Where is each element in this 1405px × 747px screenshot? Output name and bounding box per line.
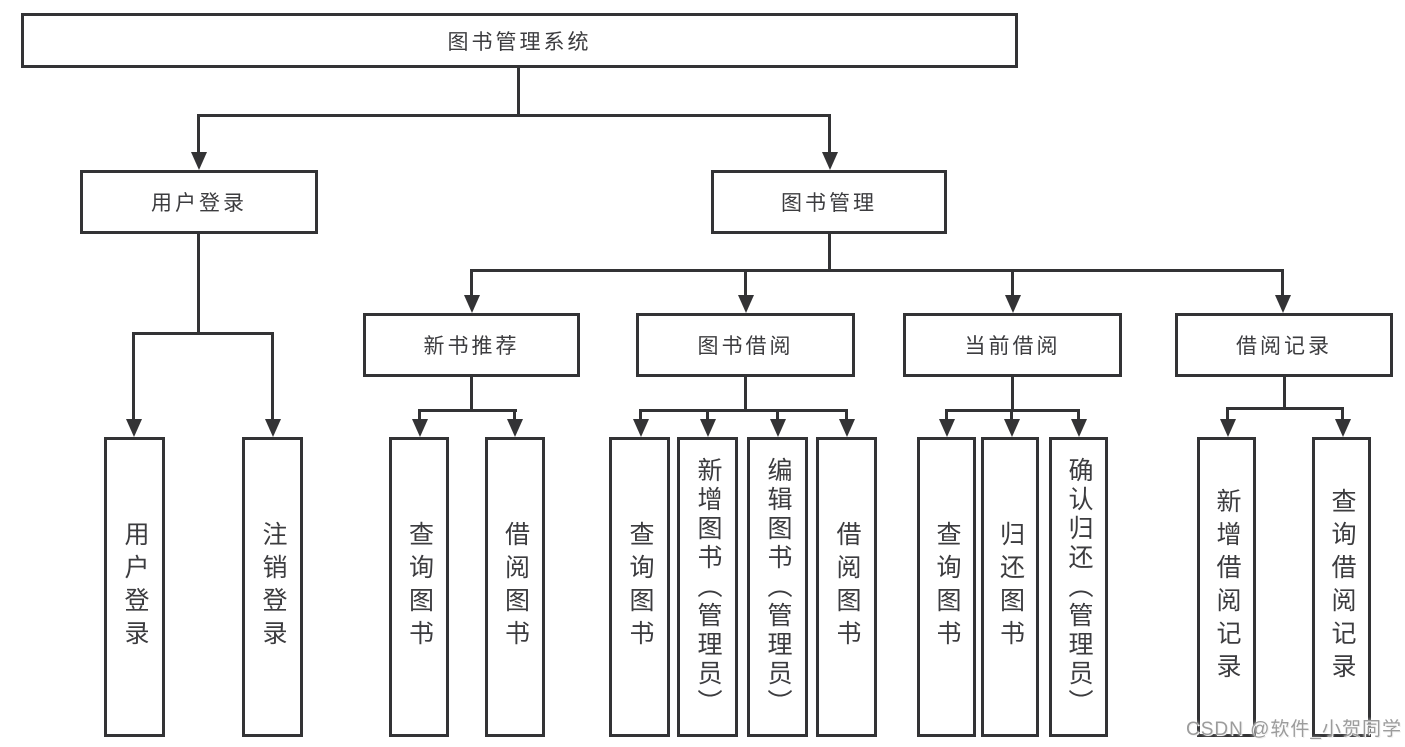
leaf-add-books-admin: 新增图书（管理员） (677, 437, 738, 737)
connector-line (1281, 269, 1284, 298)
node-book-borrowing: 图书借阅 (636, 313, 855, 377)
leaf-query-borrow-record: 查询借阅记录 (1312, 437, 1371, 737)
leaf-borrow-books: 借阅图书 (816, 437, 877, 737)
leaf-borrow-books-recommend: 借阅图书 (485, 437, 545, 737)
connector-line (744, 376, 747, 412)
connector-line (133, 332, 274, 335)
connector-line (470, 269, 473, 298)
arrow-down-icon (126, 419, 142, 437)
leaf-query-borrow-record-label: 查询借阅记录 (1328, 488, 1356, 686)
node-user-login-label: 用户登录 (151, 192, 247, 215)
arrow-down-icon (839, 419, 855, 437)
connector-line (706, 409, 709, 422)
connector-line (517, 67, 520, 116)
node-borrowing-records: 借阅记录 (1175, 313, 1393, 377)
connector-line (639, 409, 642, 422)
node-root-label: 图书管理系统 (447, 30, 592, 54)
arrow-down-icon (1071, 419, 1087, 437)
arrow-down-icon (507, 419, 523, 437)
connector-line (1010, 409, 1013, 422)
arrow-down-icon (1335, 419, 1351, 437)
leaf-user-login-label: 用户登录 (121, 521, 149, 653)
leaf-add-borrow-record-label: 新增借阅记录 (1213, 488, 1241, 686)
leaf-edit-books-admin: 编辑图书（管理员） (747, 437, 808, 737)
connector-line (197, 233, 200, 334)
arrow-down-icon (633, 419, 649, 437)
connector-line (271, 332, 274, 422)
connector-line (828, 233, 831, 272)
connector-line (744, 269, 747, 298)
arrow-down-icon (939, 419, 955, 437)
connector-line (639, 409, 848, 412)
leaf-query-books-current-label: 查询图书 (933, 521, 961, 653)
connector-line (1341, 407, 1344, 422)
node-root: 图书管理系统 (21, 13, 1018, 68)
leaf-logout: 注销登录 (242, 437, 303, 737)
arrow-down-icon (822, 152, 838, 170)
leaf-return-books-label: 归还图书 (996, 521, 1025, 653)
arrow-down-icon (770, 419, 786, 437)
arrow-down-icon (1275, 295, 1291, 313)
node-book-management: 图书管理 (711, 170, 947, 234)
leaf-query-books-borrow-label: 查询图书 (626, 521, 654, 653)
node-borrowing-records-label: 借阅记录 (1236, 335, 1332, 358)
arrow-down-icon (265, 419, 281, 437)
connector-line (197, 114, 830, 117)
leaf-user-login: 用户登录 (104, 437, 165, 737)
arrow-down-icon (1004, 419, 1020, 437)
connector-line (1226, 407, 1229, 422)
csdn-watermark: CSDN @软件_小贺同学 (1186, 719, 1402, 740)
connector-line (132, 332, 135, 422)
leaf-confirm-return-admin-label: 确认归还（管理员） (1065, 456, 1093, 718)
leaf-logout-label: 注销登录 (259, 521, 287, 653)
leaf-query-books-recommend-label: 查询图书 (405, 521, 434, 653)
node-current-borrowing-label: 当前借阅 (964, 335, 1061, 358)
connector-line (470, 269, 1283, 272)
connector-line (1077, 409, 1080, 422)
connector-line (828, 114, 831, 156)
arrow-down-icon (191, 152, 207, 170)
leaf-return-books: 归还图书 (981, 437, 1039, 737)
arrow-down-icon (1005, 295, 1021, 313)
connector-line (1011, 376, 1014, 412)
node-new-book-recommendation: 新书推荐 (363, 313, 580, 377)
leaf-query-books-borrow: 查询图书 (609, 437, 670, 737)
leaf-add-borrow-record: 新增借阅记录 (1197, 437, 1256, 737)
connector-line (845, 409, 848, 422)
leaf-borrow-books-label: 借阅图书 (833, 521, 861, 653)
connector-line (776, 409, 779, 422)
arrow-down-icon (464, 295, 480, 313)
leaf-confirm-return-admin: 确认归还（管理员） (1049, 437, 1108, 737)
leaf-edit-books-admin-label: 编辑图书（管理员） (764, 456, 792, 718)
connector-line (513, 409, 516, 422)
arrow-down-icon (738, 295, 754, 313)
leaf-borrow-books-recommend-label: 借阅图书 (501, 521, 530, 653)
connector-line (418, 409, 517, 412)
node-book-borrowing-label: 图书借阅 (697, 335, 794, 358)
connector-line (945, 409, 948, 422)
leaf-query-books-recommend: 查询图书 (389, 437, 449, 737)
connector-line (470, 376, 473, 412)
connector-line (1011, 269, 1014, 298)
node-current-borrowing: 当前借阅 (903, 313, 1122, 377)
node-new-book-recommendation-label: 新书推荐 (423, 335, 520, 358)
connector-line (1283, 376, 1286, 409)
node-user-login: 用户登录 (80, 170, 318, 234)
leaf-add-books-admin-label: 新增图书（管理员） (694, 456, 722, 718)
arrow-down-icon (412, 419, 428, 437)
arrow-down-icon (700, 419, 716, 437)
node-book-management-label: 图书管理 (781, 192, 877, 215)
connector-line (418, 409, 421, 422)
leaf-query-books-current: 查询图书 (917, 437, 976, 737)
arrow-down-icon (1220, 419, 1236, 437)
connector-line (197, 114, 200, 156)
connector-line (1226, 407, 1344, 410)
